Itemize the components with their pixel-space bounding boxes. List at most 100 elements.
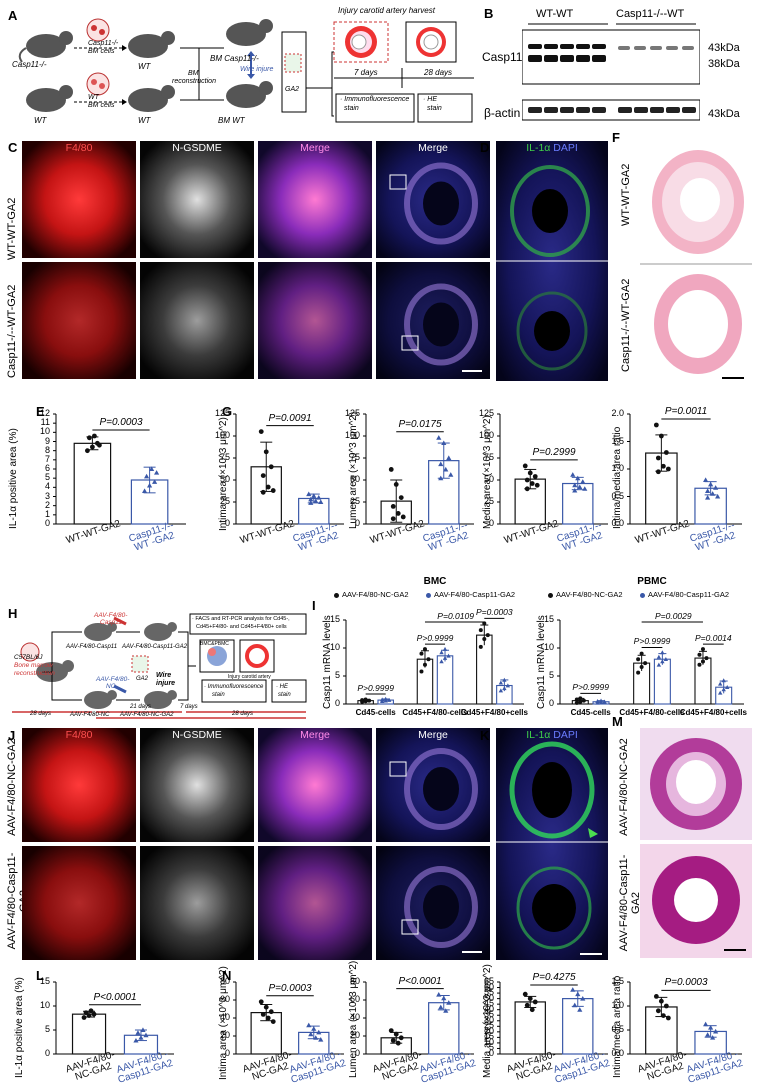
chart-n2-point [398, 1035, 404, 1041]
chart-n3-point [577, 1007, 583, 1012]
chart-e-ytick-label: 8 [44, 444, 50, 455]
chart-i-pvalue: P>0.9999 [357, 682, 394, 693]
chart-n2-ytick-label: 60 [349, 994, 360, 1004]
panel-j-channel-label-3: Merge [300, 729, 330, 741]
blot-mw-43b: 43kDa [708, 108, 740, 120]
chart-i-point [360, 698, 365, 703]
chart-g1-point [318, 499, 324, 504]
chart-g3-point [582, 486, 588, 491]
blot-label-casp11: Casp11 [482, 50, 523, 64]
chart-i-legend-marker [334, 593, 339, 598]
chart-i2-ytick-label: 15 [543, 614, 554, 624]
text-injure: injure [156, 680, 176, 687]
chart-i2-point [656, 662, 662, 667]
chart-n1-point [263, 1004, 269, 1010]
chart-g2-ytick-label: 25 [349, 496, 360, 506]
chart-g3-point [534, 482, 540, 488]
chart-i-point [482, 637, 487, 642]
chart-e-ytick-label: 7 [44, 453, 50, 464]
text-c57: C57BL/6J [14, 654, 43, 661]
chart-l-plot [53, 981, 174, 1055]
chart-g3-point [577, 484, 583, 490]
panel-label-a: A [8, 8, 18, 23]
chart-n4-point [713, 1028, 719, 1034]
chart-g2-ylabel: Lumen area (×10^3 μm^2) [348, 411, 359, 529]
text-harvest: Injury carotid artery harvest [338, 6, 435, 15]
label-il1a-d: IL-1α [526, 142, 551, 154]
text-m1: AAV-F4/80-Casp11 [66, 644, 118, 650]
chart-n4-ytick-label: 1.5 [611, 976, 624, 986]
chart-i2-point [660, 650, 665, 655]
chart-e-ytick-label: 4 [44, 481, 50, 492]
chart-g3-point [572, 482, 578, 488]
panel-c-image-r1-c3: Merge [258, 141, 372, 258]
chart-g4-point [655, 469, 661, 475]
chart-n1-plot [233, 981, 344, 1055]
chart-i2-ytick-label: 0 [548, 698, 554, 708]
chart-n3-point [527, 996, 533, 1002]
chart-n1-ytick-label: 20 [219, 1030, 230, 1040]
text-aav-bot2: NC [106, 683, 116, 690]
chart-g4-point [703, 477, 709, 482]
chart-i2-point [717, 690, 723, 695]
chart-i-point [498, 688, 504, 693]
chart-i-point [442, 646, 448, 651]
chart-e-point [152, 479, 158, 484]
chart-i-legend-label: AAV-F4/80-NC-GA2 [342, 590, 409, 599]
chart-i2-title: PBMC [637, 576, 667, 587]
chart-i2-legend-label: AAV-F4/80-NC-GA2 [556, 590, 623, 599]
text-recon-2: reconstruction [172, 78, 216, 85]
text-wt-bot: WT [138, 116, 151, 125]
chart-n3-point [529, 1007, 535, 1013]
chart-l-ytick-label: 0 [44, 1048, 50, 1058]
chart-l-ytick-label: 15 [39, 976, 50, 986]
chart-i-point [422, 662, 427, 667]
text-bm2: reconstruction [14, 670, 55, 677]
text-bm-casp11: BM Casp11-/- [210, 54, 259, 63]
chart-n3-pvalue: P=0.4275 [532, 972, 576, 983]
panel-a-schematic [18, 18, 474, 123]
chart-g4-pvalue: P=0.0011 [664, 406, 708, 417]
blot-label-actin: β-actin [484, 106, 521, 120]
chart-g1-point [313, 498, 319, 504]
chart-n2-ytick-label: 20 [349, 1030, 360, 1040]
chart-n1-ytick-label: 60 [219, 994, 230, 1004]
chart-i-pvalue: P=0.0003 [476, 607, 513, 618]
chart-g3-ytick-label: 25 [483, 496, 494, 506]
chart-g2-point [400, 514, 406, 520]
chart-n3-point [524, 1002, 530, 1008]
chart-i-point [439, 650, 444, 655]
chart-g2-point [446, 455, 452, 460]
chart-g4-point [655, 455, 661, 461]
row-label-c1: WT-WT-GA2 [6, 197, 18, 260]
chart-i-plot [343, 617, 524, 705]
chart-g1-ytick-label: 75 [219, 452, 230, 462]
chart-i-ytick-label: 10 [329, 642, 340, 652]
chart-l-ytick-label: 5 [44, 1024, 50, 1034]
chart-n4-point [658, 998, 664, 1004]
chart-i-pvalue-across: P=0.0109 [437, 611, 474, 621]
panel-c-image-r2-c4 [376, 262, 490, 379]
chart-i2-point [643, 661, 648, 666]
text-he1-h: · HE [276, 684, 288, 690]
chart-n4-ylabel: Intima/media area ratio [612, 975, 623, 1078]
panel-j-channel-label-2: N-GSDME [172, 729, 222, 741]
chart-e-ytick-label: 12 [39, 408, 50, 418]
chart-g2-point [390, 504, 396, 509]
chart-g3-ytick-label: 100 [478, 430, 494, 440]
text-if1-h: · Immunofluorescence [204, 684, 264, 690]
chart-g3-pvalue: P=0.2999 [532, 446, 576, 458]
chart-l-point [140, 1027, 146, 1032]
panel-j-image-r2-c2 [140, 846, 254, 960]
row-label-f1: WT-WT-GA2 [620, 163, 632, 226]
chart-n2-point [390, 1038, 396, 1043]
chart-e-point [90, 444, 95, 450]
chart-i2-point [578, 699, 583, 704]
chart-g1-point [316, 495, 322, 500]
chart-g1-point [311, 493, 317, 498]
chart-n3-ytick-label: 10 [483, 1036, 494, 1047]
chart-g4-ytick-label: 0.0 [611, 518, 624, 528]
chart-g2-point [388, 467, 394, 472]
chart-g4-point [715, 493, 721, 499]
blot-mw-38: 38kDa [708, 58, 740, 70]
